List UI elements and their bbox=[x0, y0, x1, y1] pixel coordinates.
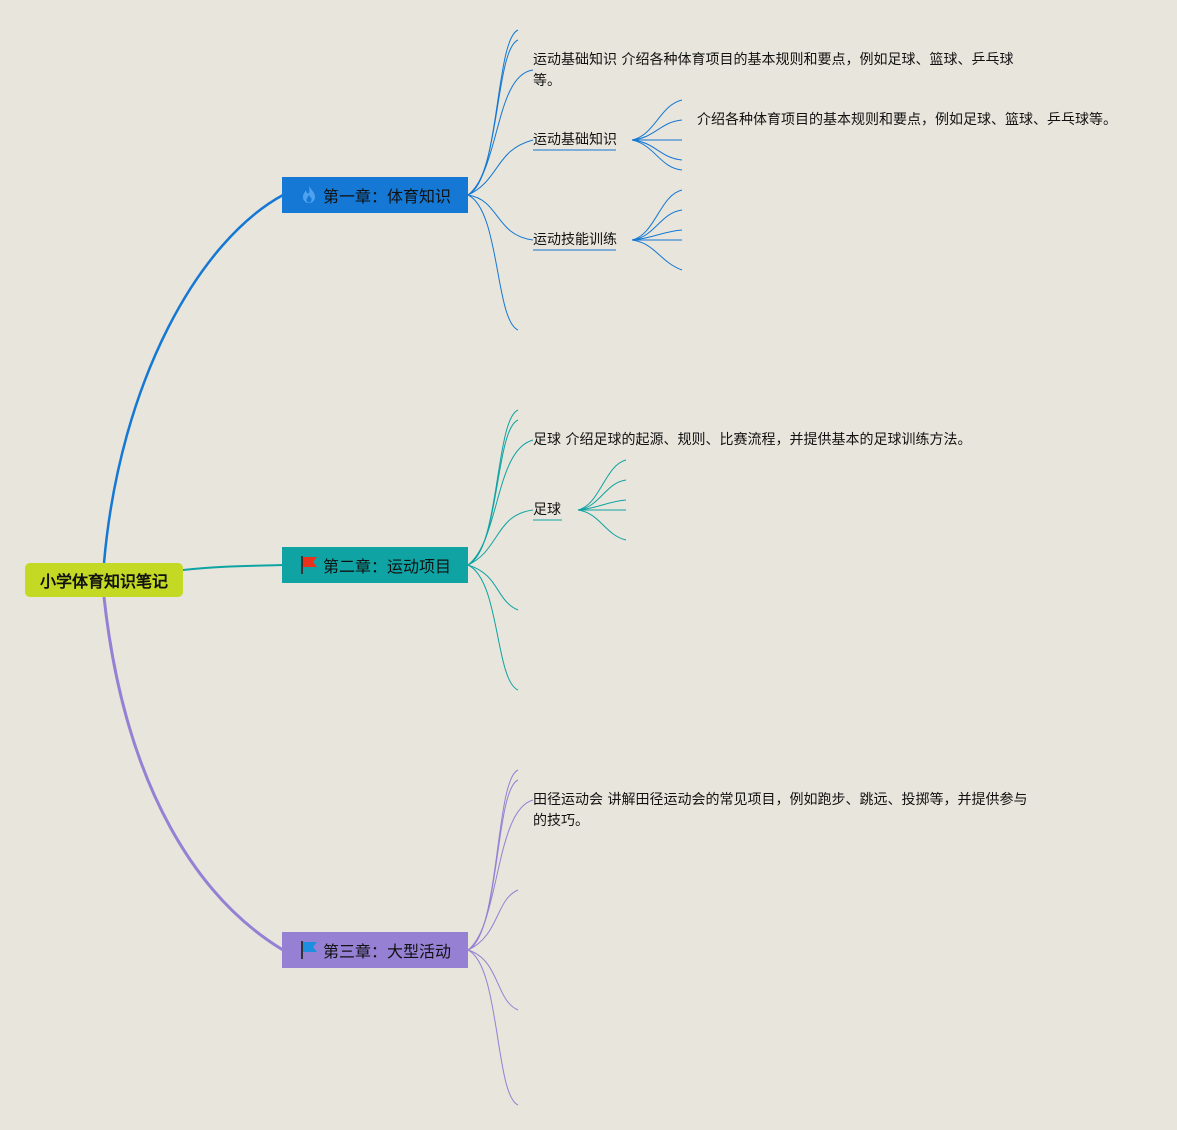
note-basic-intro[interactable]: 运动基础知识 介绍各种体育项目的基本规则和要点，例如足球、篮球、乒乓球等。 bbox=[533, 52, 1014, 89]
blue-flag-icon bbox=[300, 941, 317, 959]
chapter-3-node[interactable]: 第三章：大型活动 bbox=[282, 932, 468, 968]
note-football-title[interactable]: 足球 bbox=[533, 502, 561, 518]
fire-icon bbox=[302, 186, 315, 203]
chapter-1-node[interactable]: 第一章：体育知识 bbox=[282, 177, 468, 213]
note-basic-detail[interactable]: 介绍各种体育项目的基本规则和要点，例如足球、篮球、乒乓球等。 bbox=[697, 112, 1117, 128]
edge-root-ch3 bbox=[102, 596, 284, 952]
note-track-intro[interactable]: 田径运动会 讲解田径运动会的常见项目，例如跑步、跳远、投掷等，并提供参与的技巧。 bbox=[533, 792, 1028, 829]
ch3-branches bbox=[467, 769, 534, 1106]
chapter-2-node[interactable]: 第二章：运动项目 bbox=[282, 547, 468, 583]
edge-root-ch2 bbox=[182, 564, 284, 571]
root-node[interactable]: 小学体育知识笔记 bbox=[25, 563, 183, 597]
ch1-branches bbox=[467, 29, 683, 331]
note-football-intro[interactable]: 足球 介绍足球的起源、规则、比赛流程，并提供基本的足球训练方法。 bbox=[533, 432, 972, 448]
red-flag-icon bbox=[300, 556, 317, 574]
edge-root-ch1 bbox=[102, 193, 284, 564]
chapter-3-label: 第三章：大型活动 bbox=[322, 942, 451, 961]
chapter-1-label: 第一章：体育知识 bbox=[322, 187, 451, 206]
note-skill-title[interactable]: 运动技能训练 bbox=[533, 232, 617, 248]
note-basic-title[interactable]: 运动基础知识 bbox=[533, 132, 617, 148]
root-label: 小学体育知识笔记 bbox=[39, 572, 168, 591]
chapter-2-label: 第二章：运动项目 bbox=[322, 557, 451, 576]
ch2-branches bbox=[467, 409, 627, 691]
